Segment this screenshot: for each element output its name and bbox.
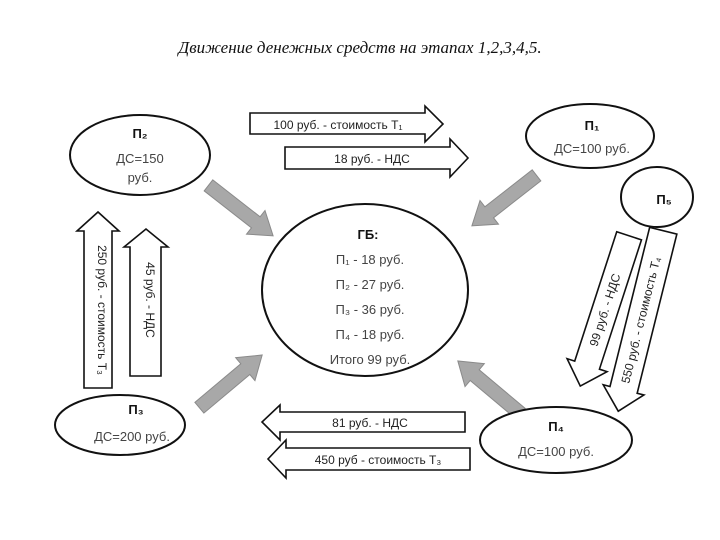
node-gb: ГБ: П₁ - 18 руб. П₂ - 27 руб. П₃ - 36 ру… bbox=[261, 203, 469, 377]
gray-arrow-p1-to-gb bbox=[471, 169, 542, 227]
node-p2: П₂ ДС=150 руб. bbox=[69, 114, 211, 196]
node-p2-balance-unit: руб. bbox=[128, 170, 153, 185]
node-p1: П₁ ДС=100 руб. bbox=[525, 103, 655, 169]
gray-arrow-p3-to-gb bbox=[194, 354, 263, 414]
node-p1-name: П₁ bbox=[585, 118, 600, 133]
arrow-top-cost: 100 руб. - стоимость Т₁ bbox=[249, 104, 445, 144]
arrow-bottom-cost: 450 руб - стоимость Т₃ bbox=[266, 437, 471, 481]
arrow-top-vat: 18 руб. - НДС bbox=[284, 136, 470, 180]
node-p3-balance: ДС=200 руб. bbox=[94, 429, 170, 444]
node-p4-balance: ДС=100 руб. bbox=[518, 444, 594, 459]
node-p5: П₅ bbox=[620, 166, 694, 228]
node-p4-name: П₄ bbox=[548, 419, 564, 434]
gray-arrow-p4-to-gb bbox=[457, 360, 526, 420]
arrow-top-cost-label: 100 руб. - стоимость Т₁ bbox=[273, 118, 402, 132]
arrow-top-vat-label: 18 руб. - НДС bbox=[334, 152, 410, 166]
arrow-right-vat: 99 руб. - НДС bbox=[565, 230, 643, 388]
page-title: Движение денежных средств на этапах 1,2,… bbox=[178, 38, 542, 57]
node-p2-balance: ДС=150 bbox=[116, 151, 163, 166]
node-gb-row-3: П₃ - 36 руб. bbox=[335, 302, 404, 317]
node-gb-total: Итого 99 руб. bbox=[330, 352, 411, 367]
node-p2-name: П₂ bbox=[132, 126, 147, 141]
arrow-bottom-vat-label: 81 руб. - НДС bbox=[332, 416, 408, 430]
node-p3-name: П₃ bbox=[128, 402, 143, 417]
node-p3: П₃ ДС=200 руб. bbox=[54, 394, 186, 456]
node-p1-balance: ДС=100 руб. bbox=[554, 141, 630, 156]
arrow-bottom-cost-label: 450 руб - стоимость Т₃ bbox=[315, 453, 442, 467]
arrow-left-cost: 250 руб. - стоимость Т₃ bbox=[74, 210, 122, 389]
arrow-left-vat: 45 руб. - НДС bbox=[121, 227, 171, 377]
node-p5-name: П₅ bbox=[656, 192, 671, 207]
node-gb-row-1: П₁ - 18 руб. bbox=[336, 252, 404, 267]
node-gb-row-2: П₂ - 27 руб. bbox=[336, 277, 405, 292]
node-gb-row-4: П₄ - 18 руб. bbox=[335, 327, 404, 342]
arrow-left-cost-label: 250 руб. - стоимость Т₃ bbox=[95, 245, 109, 375]
arrow-bottom-vat: 81 руб. - НДС bbox=[260, 403, 466, 442]
node-gb-name: ГБ: bbox=[357, 227, 378, 242]
node-p4: П₄ ДС=100 руб. bbox=[479, 406, 633, 474]
gray-arrow-p2-to-gb bbox=[203, 179, 274, 237]
arrow-left-vat-label: 45 руб. - НДС bbox=[143, 262, 157, 338]
